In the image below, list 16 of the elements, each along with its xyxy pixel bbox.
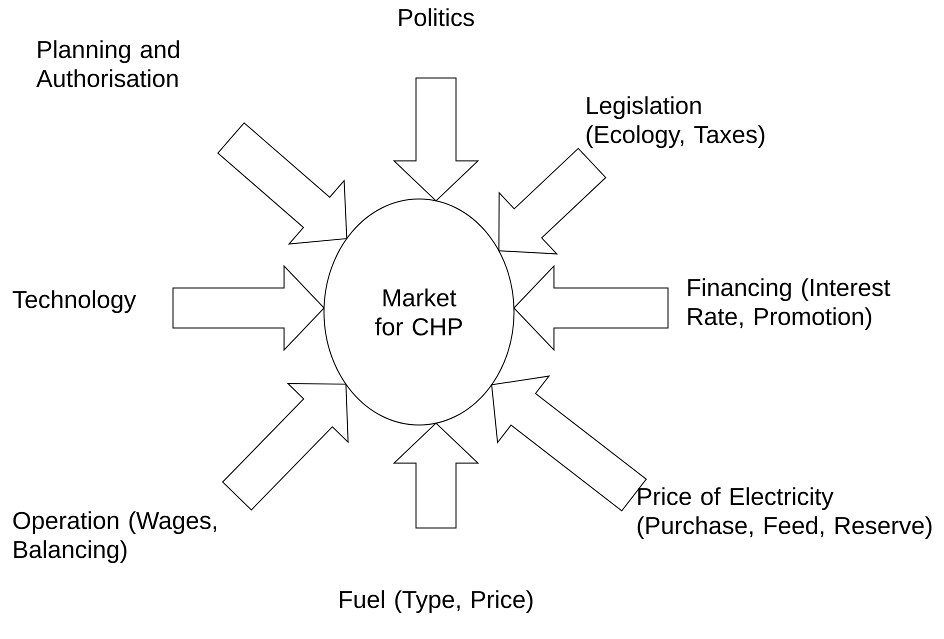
block-arrow [172,264,325,352]
block-arrow [217,122,348,245]
factor-label: Financing (Interest Rate, Promotion) [688,278,890,330]
block-arrow [498,148,606,254]
block-arrow [392,78,480,202]
factor-label: Fuel (Type, Price) [340,590,532,614]
factor-label: Politics [399,8,474,26]
block-arrow [513,264,668,352]
block-arrow [392,422,480,528]
market-label: Market for CHP [375,288,462,336]
factor-label: Technology [12,290,136,314]
factor-label: Legislation (Ecology, Taxes) [586,96,764,148]
factor-label: Planning and Authorisation [36,40,179,88]
factor-label: Price of Electricity (Purchase, Feed, Reserve) [638,487,932,540]
factor-label: Operation (Wages, Balancing) [13,511,216,564]
market-ellipse [324,198,514,426]
